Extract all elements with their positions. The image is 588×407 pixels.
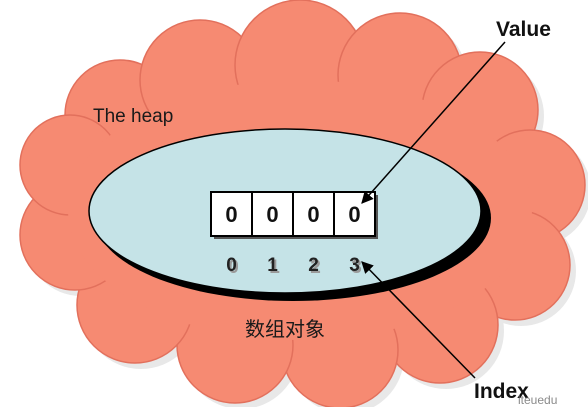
index-shadow: 3 [351, 257, 362, 278]
value-arrow [361, 41, 506, 204]
array-indices: 0 0 1 1 2 2 3 3 [226, 255, 362, 278]
array-cell: 0 [333, 191, 378, 239]
index-label: 2 [308, 255, 319, 276]
index-arrow [361, 261, 476, 379]
array-cell-value: 0 [225, 202, 237, 227]
value-callout-label: Value [496, 18, 551, 41]
array-cell-value: 0 [307, 202, 319, 227]
index-shadow: 2 [310, 257, 321, 278]
index-label: 1 [267, 255, 278, 276]
index-label: 0 [226, 255, 237, 276]
array-cell: 0 [251, 191, 296, 239]
array-object-caption: 数组对象 [245, 317, 325, 341]
index-shadow: 0 [228, 257, 239, 278]
array-cell: 0 [210, 191, 255, 239]
array-cell-value: 0 [266, 202, 278, 227]
index-shadow: 1 [269, 257, 280, 278]
array-cell-value: 0 [348, 202, 360, 227]
array-cells: 0 0 0 0 [210, 191, 378, 239]
index-label: 3 [349, 255, 360, 276]
index-callout-label: Index [474, 380, 529, 403]
watermark: iteuedu [518, 393, 557, 407]
heap-label: The heap [93, 106, 173, 127]
array-cell: 0 [292, 191, 337, 239]
